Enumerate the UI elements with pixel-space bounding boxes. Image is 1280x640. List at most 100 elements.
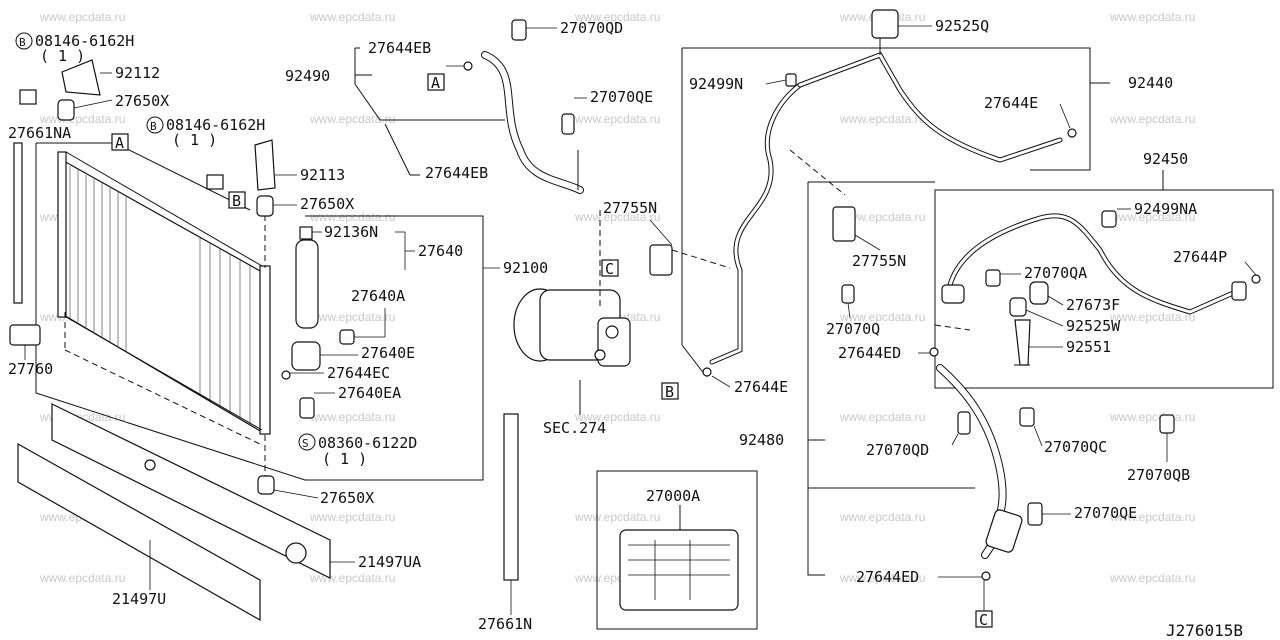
brackets-top-left (19, 59, 276, 495)
marker-b-right (661, 382, 679, 400)
label-92551: 92551 (1066, 338, 1111, 356)
label-08360-6122D: 08360-6122D (318, 434, 417, 452)
label-27661NA: 27661NA (8, 124, 71, 142)
label-92113: 92113 (300, 166, 345, 184)
marker-b-right-label: B (665, 383, 674, 401)
label-27640A: 27640A (351, 287, 405, 305)
circled-b-b: B (150, 120, 157, 133)
marker-a-label: A (115, 134, 124, 152)
label-qty: ( 1 ) (172, 131, 217, 149)
condenser-fins (69, 166, 251, 425)
label-27661N: 27661N (478, 615, 532, 633)
label-08146-6162H: 08146-6162H (166, 116, 265, 134)
watermark: www.epcdata.ru (574, 510, 660, 524)
label-92112: 92112 (115, 64, 160, 82)
watermark: www.epcdata.ru (309, 10, 395, 24)
label-21497UA: 21497UA (358, 553, 421, 571)
inset-92450-frame (934, 189, 1274, 389)
clip-92525Q (871, 9, 899, 39)
label-92440: 92440 (1128, 74, 1173, 92)
watermark: www.epcdata.ru (309, 410, 395, 424)
marker-a (111, 133, 129, 151)
compressor (513, 288, 631, 367)
label-27070QE: 27070QE (1074, 504, 1137, 522)
label-92100: 92100 (503, 259, 548, 277)
label-qty: ( 1 ) (40, 47, 85, 65)
label-plate (619, 529, 739, 611)
label-27640EA: 27640EA (338, 384, 401, 402)
label-27070QC: 27070QC (1044, 438, 1107, 456)
watermark: www.epcdata.ru (574, 10, 660, 24)
label-27000A: 27000A (646, 487, 700, 505)
part-92525W (1009, 297, 1027, 317)
label-27070Q: 27070Q (826, 320, 880, 338)
label-08146-6162H: 08146-6162H (35, 32, 134, 50)
compressor-area: A C (354, 47, 758, 630)
marker-c (601, 259, 619, 277)
label-27650X: 27650X (115, 92, 169, 110)
watermark: www.epcdata.ru (839, 112, 925, 126)
small-hardware (281, 19, 1261, 581)
label-27755N: 27755N (603, 199, 657, 217)
part-27673F (1029, 281, 1049, 305)
watermark: www.epcdata.ru (1109, 571, 1195, 585)
watermark: www.epcdata.ru (574, 210, 660, 224)
watermark: www.epcdata.ru (1109, 210, 1195, 224)
bolt-08146-b (206, 174, 224, 190)
marker-b-label: B (232, 192, 241, 210)
bracket-92113 (254, 139, 276, 191)
label-27755N: 27755N (852, 252, 906, 270)
bolt-08146-a (19, 89, 37, 105)
label-27644ED: 27644ED (838, 344, 901, 362)
marker-b (228, 191, 246, 209)
watermark: www.epcdata.ru (839, 410, 925, 424)
seal-27661N (503, 413, 519, 581)
pipe-assembly-92450 (807, 170, 1274, 576)
bracket-92112 (61, 59, 101, 96)
label-27650X: 27650X (300, 195, 354, 213)
air-guide-21497UA (51, 403, 331, 579)
label-27644EB: 27644EB (368, 39, 431, 57)
diagram-code: J276015B (1166, 621, 1243, 640)
marker-c-right-label: C (979, 611, 988, 629)
label-21497U: 21497U (112, 590, 166, 608)
watermark: www.epcdata.ru (39, 10, 125, 24)
label-qty: ( 1 ) (322, 450, 367, 468)
watermark: www.epcdata.ru (1109, 310, 1195, 324)
condenser-assembly: A B (35, 133, 484, 481)
marker-c-label: C (605, 260, 614, 278)
grommet-27650X-b (256, 195, 274, 217)
watermark: www.epcdata.ru (1109, 10, 1195, 24)
hose-92480: C (808, 324, 1023, 629)
label-27673F: 27673F (1066, 296, 1120, 314)
label-27644E: 27644E (984, 94, 1038, 112)
label-92480: 92480 (739, 431, 784, 449)
clip-27755N-b (832, 206, 856, 242)
label-27070QE: 27070QE (590, 88, 653, 106)
watermark: www.epcdata.ru (39, 571, 125, 585)
watermark: www.epcdata.ru (309, 310, 395, 324)
label-plate-frame (596, 470, 758, 630)
condenser-right-tank (259, 265, 271, 435)
watermark: www.epcdata.ru (309, 510, 395, 524)
watermark: www.epcdata.ru (1109, 410, 1195, 424)
circled-s: S (302, 437, 309, 450)
clip-27755N-a (649, 244, 673, 276)
watermark: www.epcdata.ru (309, 210, 395, 224)
label-27640E: 27640E (361, 344, 415, 362)
grommet-27650X-a (57, 99, 75, 121)
label-27070QD: 27070QD (560, 19, 623, 37)
watermark: www.epcdata.ru (574, 410, 660, 424)
label-27070QA: 27070QA (1024, 264, 1087, 282)
condenser-left-tank (57, 151, 67, 318)
marker-a-mid-label: A (431, 74, 440, 92)
seal-27661NA (13, 142, 23, 304)
watermark: www.epcdata.ru (1109, 510, 1195, 524)
label-27644EC: 27644EC (327, 364, 390, 382)
label-92525W: 92525W (1066, 317, 1121, 335)
watermark: www.epcdata.ru (574, 112, 660, 126)
label-27644ED: 27644ED (856, 568, 919, 586)
pipe-assembly-92440: B (649, 9, 1110, 401)
circled-b-a: B (19, 36, 26, 49)
